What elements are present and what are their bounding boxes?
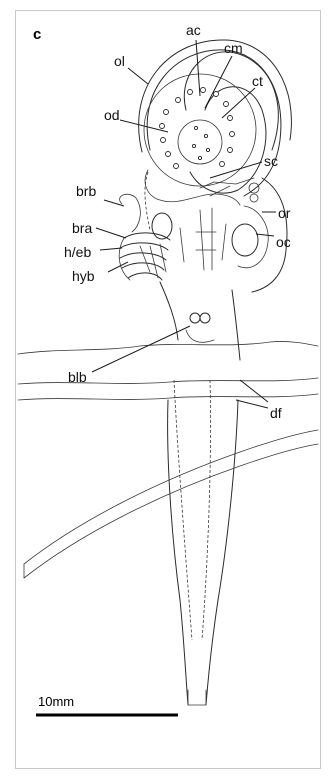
label-ac: ac [186,22,201,38]
branchial-arches-drawing [119,233,170,280]
label-bra: bra [72,220,92,236]
label-df: df [270,405,282,421]
label-oc: oc [276,234,291,250]
label-or: or [278,205,291,221]
figure-frame [16,11,321,769]
trunk-tail-drawing [160,282,240,705]
label-brb: brb [76,183,96,199]
panel-letter: c [33,26,41,43]
label-blb: blb [68,369,87,385]
oral-lobe-drawing [139,40,292,196]
label-hyb: hyb [72,268,95,284]
label-cm: cm [224,40,243,56]
scale-label: 10mm [38,694,74,709]
label-sc: sc [264,153,278,169]
label-heb: h/eb [64,244,91,260]
head-drawing [120,170,287,292]
label-od: od [104,107,120,123]
label-ct: ct [252,73,263,89]
label-ol: ol [114,53,125,69]
